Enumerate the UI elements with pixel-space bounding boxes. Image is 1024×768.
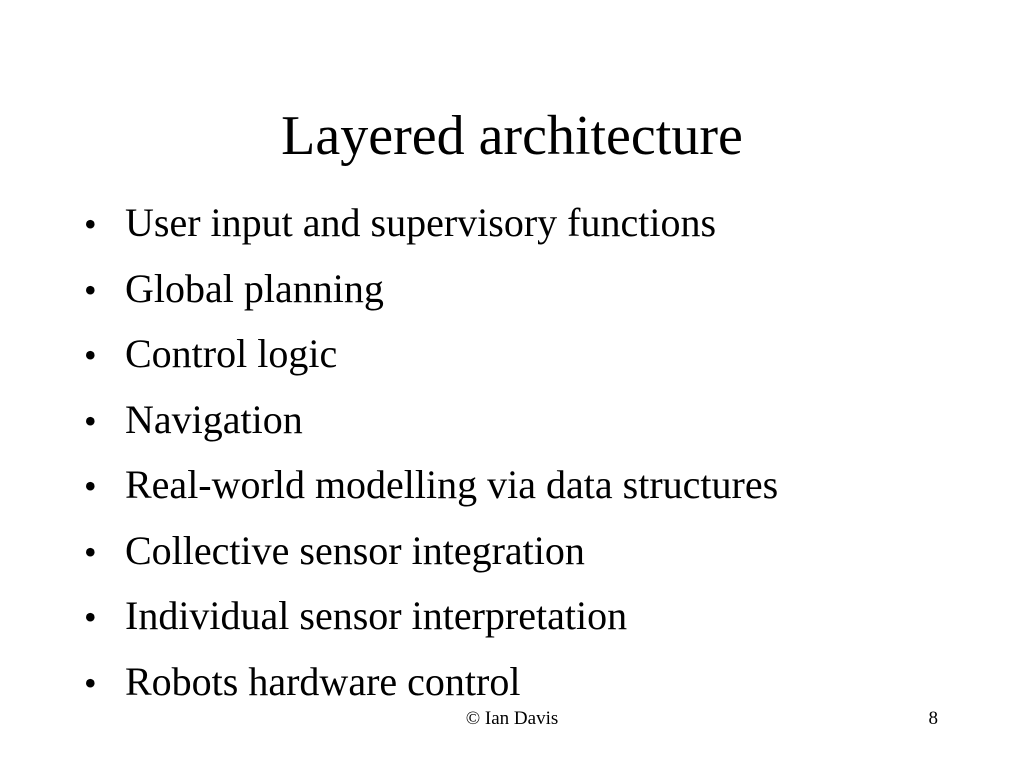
bullet-icon: •: [84, 597, 97, 637]
bullet-icon: •: [84, 335, 97, 375]
bullet-text: Control logic: [125, 331, 338, 376]
bullet-text: User input and supervisory functions: [125, 200, 717, 245]
page-number: 8: [928, 708, 939, 729]
bullet-icon: •: [84, 400, 97, 441]
bullet-item: • Global planning: [84, 256, 778, 322]
bullet-item: • User input and supervisory functions: [84, 190, 778, 256]
bullet-text: Navigation: [125, 396, 303, 442]
bullet-item: • Individual sensor interpretation: [84, 583, 778, 649]
bullet-text: Robots hardware control: [125, 658, 521, 704]
bullet-text: Real-world modelling via data structures: [125, 462, 779, 507]
bullet-icon: •: [84, 662, 97, 703]
bullet-list: • User input and supervisory functions •…: [84, 190, 778, 714]
bullet-icon: •: [84, 531, 97, 572]
bullet-item: • Collective sensor integration: [84, 518, 778, 584]
bullet-text: Global planning: [125, 265, 384, 311]
bullet-item: • Robots hardware control: [84, 649, 778, 715]
slide-title: Layered architecture: [281, 105, 743, 167]
bullet-icon: •: [84, 269, 97, 310]
bullet-text: Collective sensor integration: [125, 527, 585, 573]
bullet-item: • Navigation: [84, 387, 778, 453]
bullet-item: • Real-world modelling via data structur…: [84, 452, 778, 518]
bullet-item: • Control logic: [84, 321, 778, 387]
bullet-icon: •: [84, 466, 97, 506]
bullet-text: Individual sensor interpretation: [125, 593, 628, 638]
footer-copyright: © Ian Davis: [465, 708, 559, 729]
bullet-icon: •: [84, 204, 97, 244]
